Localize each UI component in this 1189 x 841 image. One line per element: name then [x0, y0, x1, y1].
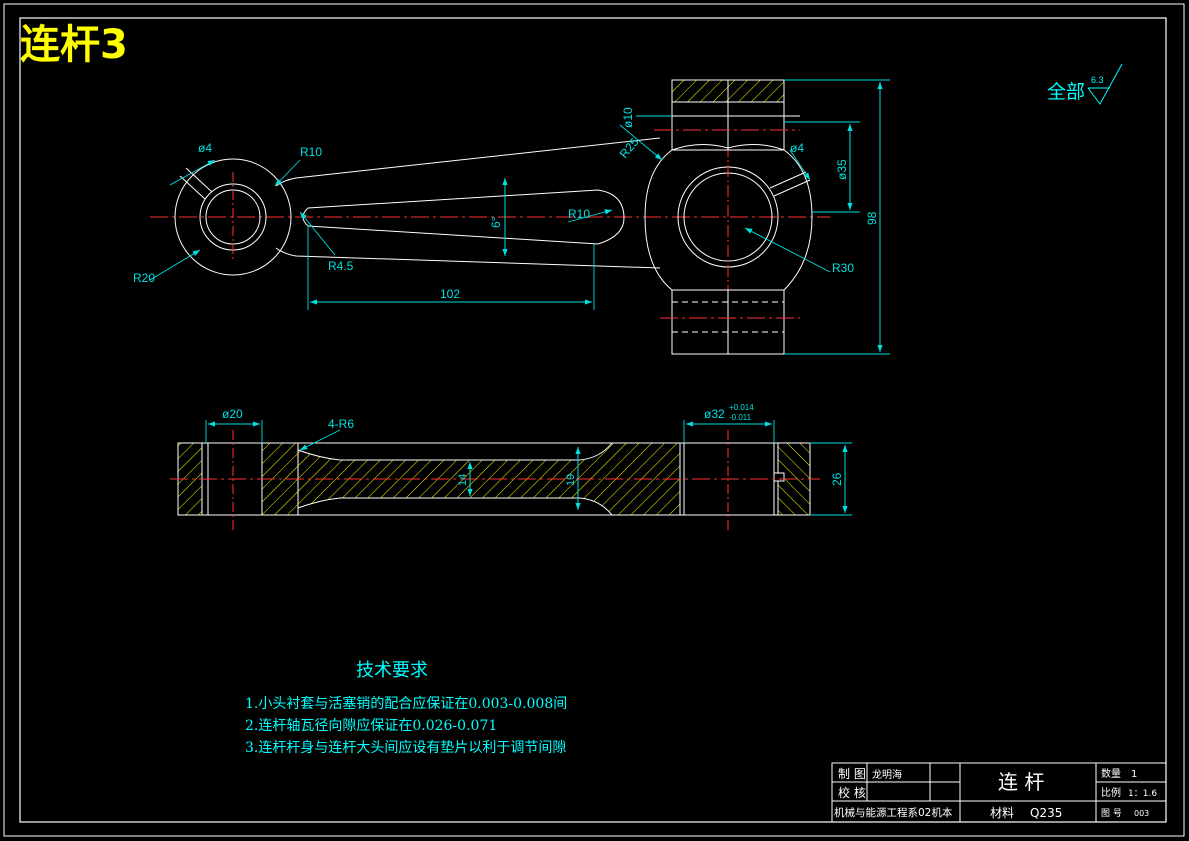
requirement-3: 3.连杆杆身与连杆大头间应设有垫片以利于调节间隙	[245, 739, 566, 756]
inner-frame	[19, 17, 1167, 823]
dim-r25: R25	[617, 135, 642, 161]
surface-roughness-note: 全部 6.3	[1047, 63, 1123, 105]
dim-d4-small: ø4	[198, 141, 212, 155]
tb-scale-label: 比例	[1101, 786, 1121, 799]
title-block-texts: 制 图 龙明海 校 核 连 杆 数量 1 比例 1：1.6 机械与能源工程系02…	[834, 767, 1157, 820]
front-view	[150, 79, 830, 355]
tb-material-label: 材料	[990, 806, 1014, 820]
surface-roughness-label: 全部	[1047, 81, 1085, 103]
dim-r30: R30	[832, 261, 854, 275]
dim-r10-slot: R10	[568, 207, 590, 221]
drawing-title: 连杆3	[20, 22, 128, 68]
tb-check-label: 校 核	[838, 785, 866, 800]
dim-t19: 19	[565, 474, 577, 486]
dim-r6: 4-R6	[328, 417, 354, 431]
dim-r10-top: R10	[300, 145, 322, 159]
outer-frame	[3, 3, 1185, 837]
tb-drawing-no-value: 003	[1134, 809, 1149, 818]
tb-drawing-no-label: 图 号	[1101, 808, 1122, 819]
dim-d10: ø10	[621, 107, 635, 128]
dim-d32: ø32	[704, 407, 725, 421]
dim-r20: R20	[133, 271, 155, 285]
tb-drawn-label: 制 图	[838, 767, 866, 781]
dim-t14: 14	[457, 474, 469, 486]
tb-scale-value: 1：1.6	[1128, 789, 1157, 799]
surface-roughness-value: 6.3	[1091, 75, 1104, 85]
tb-dept: 机械与能源工程系02机本	[834, 806, 953, 819]
dim-len102: 102	[440, 287, 460, 301]
section-view-dimension-texts: ø20 4-R6 ø32 +0.014 -0.011 14 19 26	[222, 403, 844, 486]
tb-qty-label: 数量	[1101, 767, 1121, 780]
tb-part-name: 连 杆	[998, 770, 1044, 794]
tb-drawn-name: 龙明海	[872, 768, 902, 781]
front-view-dimensions	[149, 79, 890, 355]
title-block	[831, 762, 1167, 823]
dim-d35: ø35	[835, 159, 849, 180]
dim-d4-big: ø4	[790, 141, 804, 155]
technical-requirements: 技术要求 1.小头衬套与活塞销的配合应保证在0.003-0.008间 2.连杆轴…	[245, 660, 567, 756]
front-view-dimension-texts: ø4 R10 R25 ø10 ø4 ø35 98 6° R10 R20 R4.5…	[133, 107, 879, 301]
dim-d32-tol-up: +0.014	[729, 403, 754, 412]
shank-lower	[275, 247, 661, 269]
dim-r45: R4.5	[328, 259, 354, 273]
requirements-title: 技术要求	[356, 660, 428, 681]
dim-h26: 26	[830, 472, 844, 486]
dim-angle6: 6°	[489, 216, 503, 228]
small-end-outer	[174, 158, 292, 276]
section-view	[170, 430, 820, 530]
tb-qty-value: 1	[1131, 769, 1137, 780]
roughness-symbol	[1087, 63, 1123, 105]
dim-d20: ø20	[222, 407, 243, 421]
requirement-2: 2.连杆轴瓦径向隙应保证在0.026-0.071	[245, 717, 497, 734]
dim-h98: 98	[865, 211, 879, 225]
requirement-1: 1.小头衬套与活塞销的配合应保证在0.003-0.008间	[245, 695, 567, 712]
section-view-dimensions	[205, 420, 852, 516]
dim-d32-tol-dn: -0.011	[729, 413, 752, 422]
tb-material-value: Q235	[1030, 806, 1062, 820]
big-end-outer	[644, 149, 673, 291]
shank-upper	[275, 137, 661, 187]
